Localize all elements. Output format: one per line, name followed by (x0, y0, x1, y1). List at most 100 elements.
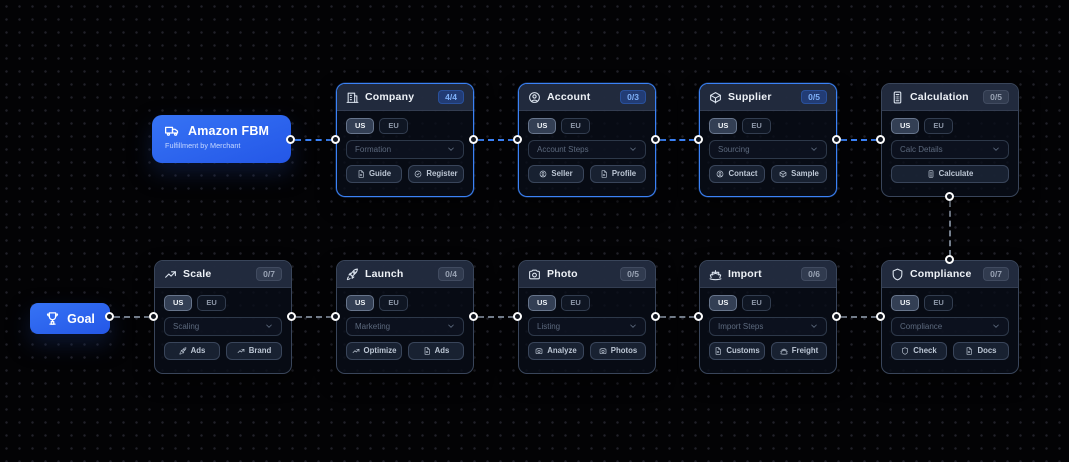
progress-badge: 0/3 (620, 90, 646, 104)
region-chip-us[interactable]: US (164, 295, 193, 311)
action-button-ads[interactable]: Ads (408, 341, 464, 360)
steps-dropdown[interactable]: Listing (528, 316, 646, 336)
progress-badge: 4/4 (438, 90, 464, 104)
region-chip-eu[interactable]: EU (379, 295, 408, 311)
chevron-down-icon (447, 322, 455, 330)
connection-handle[interactable] (694, 312, 703, 321)
dropdown-label: Calc Details (900, 144, 943, 154)
region-chip-us[interactable]: US (346, 295, 375, 311)
action-label: Optimize (363, 345, 397, 355)
connection-handle[interactable] (513, 312, 522, 321)
action-button-brand[interactable]: Brand (226, 341, 282, 360)
action-button-optimize[interactable]: Optimize (346, 341, 402, 360)
connection-handle[interactable] (331, 312, 340, 321)
connection-handle[interactable] (945, 255, 954, 264)
region-chip-eu[interactable]: EU (924, 118, 953, 134)
node-header: Company 4/4 (337, 84, 473, 111)
calculator-icon (927, 170, 935, 178)
action-button-calculate[interactable]: Calculate (891, 164, 1009, 183)
region-chip-us[interactable]: US (709, 295, 738, 311)
region-chip-eu[interactable]: EU (561, 118, 590, 134)
chevron-down-icon (810, 322, 818, 330)
region-chip-us[interactable]: US (891, 295, 920, 311)
steps-dropdown[interactable]: Compliance (891, 316, 1009, 336)
connection-handle[interactable] (651, 135, 660, 144)
steps-dropdown[interactable]: Sourcing (709, 139, 827, 159)
node-calculation[interactable]: Calculation 0/5 US EU Calc Details Calcu… (881, 83, 1019, 197)
region-chip-us[interactable]: US (528, 118, 557, 134)
node-scale[interactable]: Scale 0/7 US EU Scaling Ads Brand (154, 260, 292, 374)
connection-handle[interactable] (286, 135, 295, 144)
rocket-icon (346, 268, 359, 281)
node-account[interactable]: Account 0/3 US EU Account Steps Seller P… (518, 83, 656, 197)
region-chip-eu[interactable]: EU (924, 295, 953, 311)
region-chip-us[interactable]: US (528, 295, 557, 311)
node-header: Scale 0/7 (155, 261, 291, 288)
action-label: Analyze (547, 345, 577, 355)
chevron-down-icon (992, 322, 1000, 330)
action-button-profile[interactable]: Profile (590, 164, 646, 183)
trending-up-icon (352, 347, 360, 355)
node-photo[interactable]: Photo 0/5 US EU Listing Analyze Photos (518, 260, 656, 374)
connection-handle[interactable] (149, 312, 158, 321)
region-chip-us[interactable]: US (891, 118, 920, 134)
steps-dropdown[interactable]: Calc Details (891, 139, 1009, 159)
action-button-customs[interactable]: Customs (709, 341, 765, 360)
progress-badge: 0/7 (983, 267, 1009, 281)
node-launch[interactable]: Launch 0/4 US EU Marketing Optimize Ads (336, 260, 474, 374)
connection-handle[interactable] (331, 135, 340, 144)
connection-handle[interactable] (876, 312, 885, 321)
region-chip-eu[interactable]: EU (742, 295, 771, 311)
region-chip-eu[interactable]: EU (197, 295, 226, 311)
action-button-check[interactable]: Check (891, 341, 947, 360)
region-chip-us[interactable]: US (346, 118, 375, 134)
action-button-contact[interactable]: Contact (709, 164, 765, 183)
steps-dropdown[interactable]: Formation (346, 139, 464, 159)
node-company[interactable]: Company 4/4 US EU Formation Guide Regist… (336, 83, 474, 197)
action-button-docs[interactable]: Docs (953, 341, 1009, 360)
camera-icon (528, 268, 541, 281)
node-compliance[interactable]: Compliance 0/7 US EU Compliance Check Do… (881, 260, 1019, 374)
steps-dropdown[interactable]: Scaling (164, 316, 282, 336)
node-amazon-fbm[interactable]: Amazon FBM Fulfillment by Merchant (152, 115, 291, 163)
action-button-freight[interactable]: Freight (771, 341, 827, 360)
edge (841, 316, 877, 318)
connection-handle[interactable] (105, 312, 114, 321)
action-button-photos[interactable]: Photos (590, 341, 646, 360)
node-goal[interactable]: Goal (30, 303, 110, 334)
region-chip-us[interactable]: US (709, 118, 738, 134)
edge (295, 139, 332, 141)
region-chip-eu[interactable]: EU (379, 118, 408, 134)
region-chip-eu[interactable]: EU (561, 295, 590, 311)
chevron-down-icon (265, 322, 273, 330)
connection-handle[interactable] (694, 135, 703, 144)
action-button-register[interactable]: Register (408, 164, 464, 183)
connection-handle[interactable] (469, 135, 478, 144)
steps-dropdown[interactable]: Import Steps (709, 316, 827, 336)
connection-handle[interactable] (287, 312, 296, 321)
steps-dropdown[interactable]: Marketing (346, 316, 464, 336)
node-supplier[interactable]: Supplier 0/5 US EU Sourcing Contact Samp… (699, 83, 837, 197)
node-import[interactable]: Import 0/6 US EU Import Steps Customs Fr… (699, 260, 837, 374)
connection-handle[interactable] (651, 312, 660, 321)
connection-handle[interactable] (945, 192, 954, 201)
action-label: Check (913, 345, 937, 355)
connection-handle[interactable] (876, 135, 885, 144)
connection-handle[interactable] (513, 135, 522, 144)
dropdown-label: Import Steps (718, 321, 764, 331)
progress-badge: 0/5 (983, 90, 1009, 104)
region-chip-eu[interactable]: EU (742, 118, 771, 134)
connection-handle[interactable] (469, 312, 478, 321)
steps-dropdown[interactable]: Account Steps (528, 139, 646, 159)
connection-handle[interactable] (832, 312, 841, 321)
action-button-seller[interactable]: Seller (528, 164, 584, 183)
action-button-sample[interactable]: Sample (771, 164, 827, 183)
action-button-ads[interactable]: Ads (164, 341, 220, 360)
node-header: Account 0/3 (519, 84, 655, 111)
action-button-analyze[interactable]: Analyze (528, 341, 584, 360)
connection-handle[interactable] (832, 135, 841, 144)
action-button-guide[interactable]: Guide (346, 164, 402, 183)
camera-icon (535, 347, 543, 355)
action-label: Sample (791, 168, 819, 178)
